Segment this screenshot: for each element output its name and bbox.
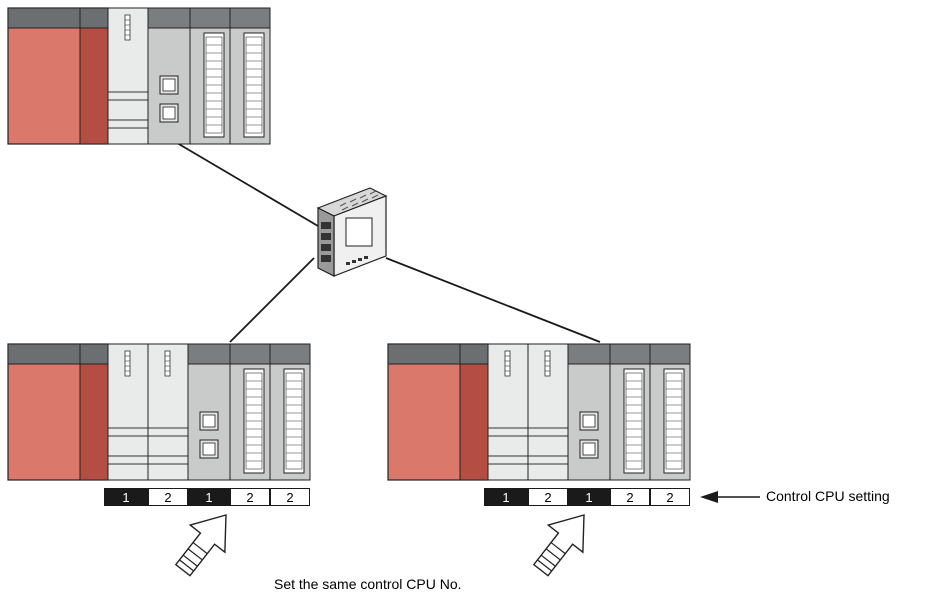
control-cpu-setting-label: Control CPU setting (766, 488, 890, 504)
control-cpu-cell: 2 (230, 488, 270, 506)
control-cpu-cell: 1 (484, 488, 528, 506)
control-cpu-cell: 2 (610, 488, 650, 506)
switching-hub (316, 187, 388, 277)
hollow-arrow-left (164, 500, 245, 585)
same-control-cpu-label: Set the same control CPU No. (274, 576, 462, 592)
control-cpu-cell: 2 (528, 488, 568, 506)
plc-rack-lower-right (387, 343, 691, 481)
control-cpu-cell: 1 (568, 488, 610, 506)
hollow-arrow-right (522, 500, 603, 585)
cable-lower-left (229, 257, 315, 343)
plc-rack-lower-left (7, 343, 311, 481)
plc-rack-upper (7, 7, 271, 145)
control-cpu-cell: 1 (104, 488, 148, 506)
cable-lower-right (385, 257, 601, 343)
control-cpu-cell: 2 (270, 488, 310, 506)
control-cpu-cell: 2 (148, 488, 188, 506)
pointer-arrow (700, 491, 760, 503)
cable-upper (171, 139, 319, 227)
control-cpu-cell: 2 (650, 488, 690, 506)
control-cpu-cell: 1 (188, 488, 230, 506)
